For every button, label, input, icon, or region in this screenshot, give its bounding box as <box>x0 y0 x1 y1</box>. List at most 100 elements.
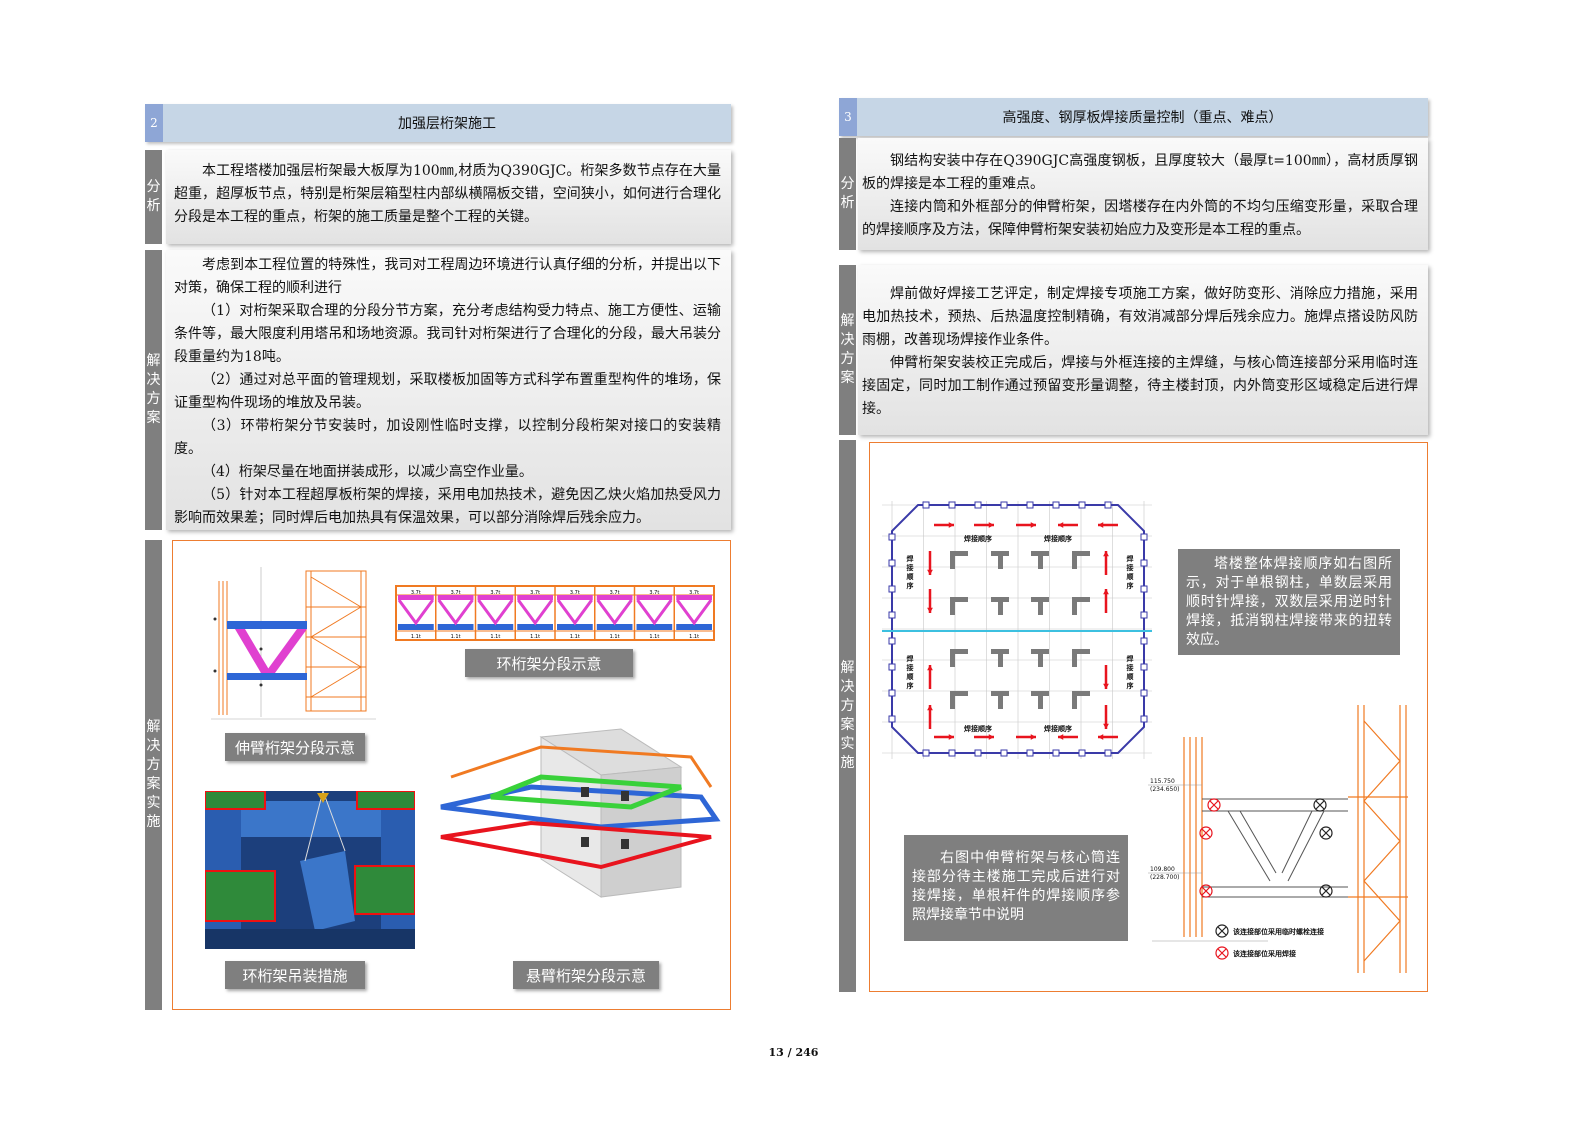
solution-text: 考虑到本工程位置的特殊性，我司对工程周边环境进行认真仔细的分析，并提出以下对策，… <box>166 250 731 530</box>
weld-label-vertical: 序 <box>1126 581 1134 590</box>
implementation-figures: 伸臂桁架分段示意 3.7t 1.1t 3.7t 1.1t 3.7t 1.1t 3.7t 1.1… <box>172 540 731 1010</box>
section-header-3: 3 高强度、钢厚板焊接质量控制（重点、难点） <box>839 98 1428 136</box>
weld-label-vertical: 序 <box>906 681 914 690</box>
column-node <box>1140 715 1148 723</box>
paragraph: 伸臂桁架安装校正完成后，焊接与外框连接的主焊缝，与核心筒连接部分采用临时连接固定… <box>862 355 1418 417</box>
column-node <box>1078 749 1086 757</box>
bolt-mark <box>1313 798 1327 812</box>
weld-direction-arrow <box>974 734 994 740</box>
column-node <box>1104 749 1112 757</box>
ring-segment: 3.7t 1.1t <box>435 586 474 640</box>
welding-figures: 焊接顺序 焊接顺序 焊接顺序 焊接顺序 焊接顺序焊接顺序焊接顺序焊接顺序 塔楼整… <box>869 442 1428 992</box>
section-title: 加强层桁架施工 <box>398 116 496 132</box>
column-node <box>1000 501 1008 509</box>
column-node <box>948 749 956 757</box>
ring-segment: 3.7t 1.1t <box>633 586 673 640</box>
column-node <box>888 611 896 619</box>
ring-segment: 3.7t 1.1t <box>554 586 593 640</box>
paragraph: （2）通过对总平面的管理规划，采取楼板加固等方式科学布置重型构件的堆场，保证重型… <box>174 372 721 411</box>
ring-weight-bottom: 1.1t <box>490 634 500 640</box>
legend-weld-label: 该连接部位采用焊接 <box>1233 949 1296 958</box>
weld-direction-arrow <box>927 589 933 613</box>
column-node <box>922 501 930 509</box>
weld-mark <box>1199 826 1213 840</box>
ring-weight-top: 3.7t <box>451 590 461 596</box>
weld-direction-arrow <box>1103 705 1109 729</box>
weld-direction-arrow <box>934 734 954 740</box>
outrigger-truss-drawing <box>211 567 376 720</box>
ring-weight-top: 3.7t <box>530 590 540 596</box>
column-node <box>1052 501 1060 509</box>
weld-direction-arrow <box>1098 522 1118 528</box>
weld-direction-arrow <box>1098 734 1118 740</box>
outrigger-connection-detail: 115.750 (234.650) 109.800 (228.700) 该连接部… <box>1148 705 1408 973</box>
core-column <box>950 551 968 569</box>
weld-direction-arrow <box>934 522 954 528</box>
weld-direction-arrow <box>1058 734 1078 740</box>
paragraph: 本工程塔楼加强层桁架最大板厚为100㎜,材质为Q390GJC。桁架多数节点存在大… <box>174 163 721 225</box>
legend-weld-icon <box>1215 946 1229 960</box>
paragraph: （3）环带桁架分节安装时，加设刚性临时支撑，以控制分段桁架对接口的安装精度。 <box>174 418 721 457</box>
elevation-label: 115.750 <box>1150 778 1175 785</box>
core-column <box>950 649 968 667</box>
ring-weight-bottom: 1.1t <box>649 634 659 640</box>
column-node <box>888 715 896 723</box>
paragraph: （5）针对本工程超厚板桁架的焊接，采用电加热技术，避免因乙炔火焰加热受风力影响而… <box>174 487 721 526</box>
weld-direction-arrow <box>1016 522 1036 528</box>
note-outrigger-weld: 右图中伸臂桁架与核心筒连接部分待主楼施工完成后进行对接焊接，单根杆件的焊接顺序参… <box>904 835 1128 941</box>
section-title: 高强度、钢厚板焊接质量控制（重点、难点） <box>1002 110 1283 126</box>
column-node <box>974 501 982 509</box>
side-label-implementation: 解决方案实施 <box>145 540 162 1010</box>
core-column <box>1072 649 1090 667</box>
weld-label-vertical: 序 <box>906 581 914 590</box>
column-node <box>1104 501 1112 509</box>
core-column <box>1072 691 1090 709</box>
weld-label: 焊接顺序 <box>1044 724 1072 733</box>
legend-bolt-label: 该连接部位采用临时螺栓连接 <box>1233 927 1324 936</box>
ring-weight-top: 3.7t <box>490 590 500 596</box>
ring-weight-bottom: 1.1t <box>570 634 580 640</box>
weld-label-vertical: 顺 <box>1127 572 1134 581</box>
caption-ring-truss: 环桁架分段示意 <box>465 649 633 677</box>
ring-segment: 3.7t1.1t <box>594 586 633 640</box>
ring-weight-top: 3.7t <box>411 590 421 596</box>
weld-direction-arrow <box>1103 589 1109 613</box>
weld-label-vertical: 接 <box>907 563 914 572</box>
core-column <box>1031 597 1049 615</box>
weld-direction-arrow <box>927 705 933 729</box>
weld-mark <box>1199 884 1213 898</box>
column-node <box>1140 611 1148 619</box>
ring-weight-bottom: 1.1t <box>451 634 461 640</box>
ring-weight-bottom: 1.1t <box>530 634 540 640</box>
column-node <box>1140 533 1148 541</box>
weld-label: 焊接顺序 <box>964 534 992 543</box>
ring-weight-top: 3.7t <box>689 590 699 596</box>
ring-weight-bottom: 1.1t <box>610 634 620 640</box>
side-label-analysis: 分析 <box>839 138 856 250</box>
paragraph: 焊前做好焊接工艺评定，制定焊接专项施工方案，做好防变形、消除应力措施，采用电加热… <box>862 286 1418 348</box>
column-node <box>888 559 896 567</box>
column-node <box>974 749 982 757</box>
ring-weight-bottom: 1.1t <box>689 634 699 640</box>
paragraph: 钢结构安装中存在Q390GJC高强度钢板，且厚度较大（最厚t=100㎜），高材质… <box>862 153 1418 192</box>
weld-label-vertical: 顺 <box>907 672 914 681</box>
elevation-label: (234.650) <box>1150 786 1180 793</box>
column-node <box>922 749 930 757</box>
paragraph: （1）对桁架采取合理的分段分节方案，充分考虑结构受力特点、施工方便性、运输条件等… <box>174 303 721 365</box>
bolt-mark <box>1319 884 1333 898</box>
core-column <box>991 551 1009 569</box>
section-header-2: 2 加强层桁架施工 <box>145 104 731 142</box>
analysis-text: 本工程塔楼加强层桁架最大板厚为100㎜,材质为Q390GJC。桁架多数节点存在大… <box>166 150 731 244</box>
ring-weight-bottom: 1.1t <box>411 634 421 640</box>
caption-cantilever: 悬臂桁架分段示意 <box>513 961 659 989</box>
column-node <box>1000 749 1008 757</box>
weld-label-vertical: 焊 <box>907 654 914 663</box>
caption-outrigger: 伸臂桁架分段示意 <box>225 733 365 761</box>
note-weld-sequence: 塔楼整体焊接顺序如右图所示，对于单根钢柱，单数层采用顺时针焊接，双数层采用逆时针… <box>1178 549 1400 655</box>
column-node <box>948 501 956 509</box>
legend-bolt-icon <box>1215 924 1229 938</box>
ring-weight-top: 3.7t <box>570 590 580 596</box>
ring-weight-top: 3.7t <box>649 590 659 596</box>
column-node <box>1078 501 1086 509</box>
analysis-text: 钢结构安装中存在Q390GJC高强度钢板，且厚度较大（最厚t=100㎜），高材质… <box>858 138 1428 250</box>
